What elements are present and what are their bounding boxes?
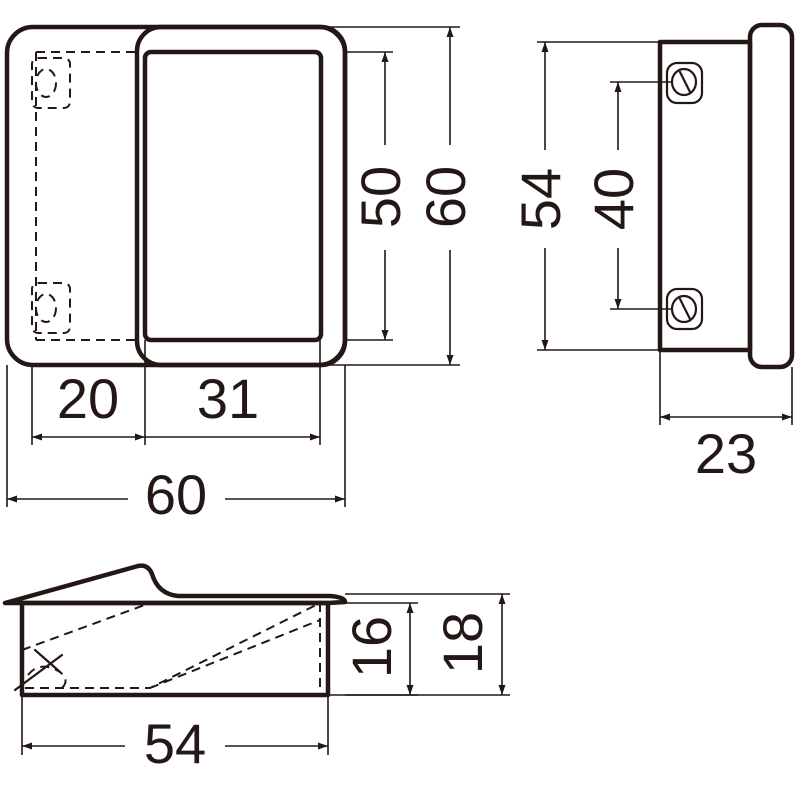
dim-opening-width: 31 — [197, 367, 259, 430]
dim-inner-height: 50 — [349, 166, 412, 228]
bottom-view: 16 18 54 — [2, 563, 510, 775]
bottom-flange — [2, 563, 348, 606]
dim-inner-depth: 16 — [340, 616, 403, 678]
dim-left-width: 20 — [57, 367, 119, 430]
dim-side-height: 54 — [509, 168, 572, 230]
side-flange — [747, 22, 795, 370]
front-handle-frame — [134, 24, 348, 368]
side-screw-bottom — [665, 287, 704, 331]
front-opening — [142, 49, 324, 343]
front-hidden-screw-top — [31, 57, 71, 109]
front-view: 50 60 20 31 60 — [4, 24, 477, 526]
bottom-hidden-profile — [21, 602, 321, 689]
dim-outer-height: 60 — [414, 166, 477, 228]
dim-outer-depth: 18 — [431, 612, 494, 674]
bottom-body — [19, 600, 331, 698]
side-screw-top — [665, 61, 704, 105]
dim-depth: 23 — [695, 422, 757, 485]
dim-hole-pitch: 40 — [582, 168, 645, 230]
front-hidden-recess — [35, 51, 137, 341]
dim-length: 54 — [144, 712, 206, 775]
side-view: 54 40 23 — [509, 22, 795, 485]
front-hidden-screw-bottom — [31, 282, 71, 334]
dim-total-width: 60 — [145, 463, 207, 526]
front-outer-plate — [4, 24, 348, 368]
